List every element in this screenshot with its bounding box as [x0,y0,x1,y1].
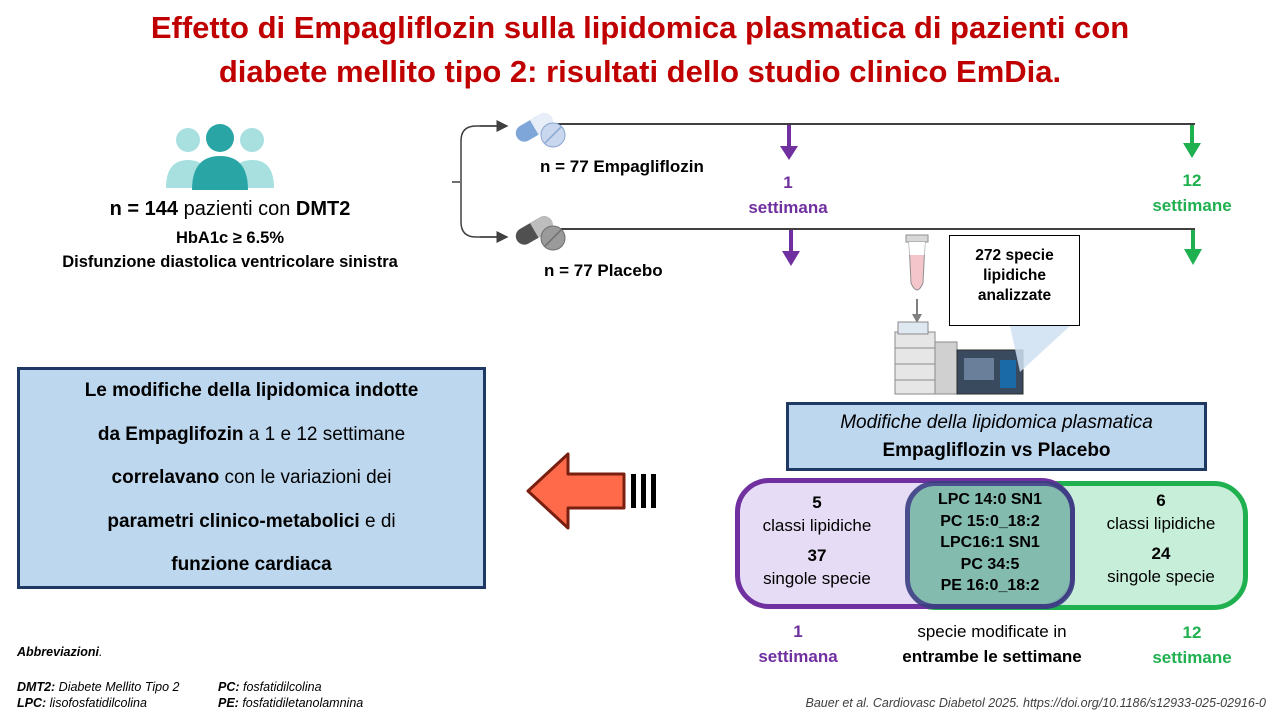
shared-species-item: PC 15:0_18:2 [940,512,1040,530]
citation: Bauer et al. Cardiovasc Diabetol 2025. h… [805,696,1267,710]
timepoint-week1-number: 1 [783,173,793,192]
test-tube-icon [905,234,929,323]
bottom-week1-label: settimana [758,647,838,666]
abbr-dmt2: DMT2: Diabete Mellito Tipo 2 [17,680,179,694]
abbr-pe-key: PE: [218,696,239,710]
bottom-both: specie modificate in entrambe le settima… [872,619,1112,669]
bottom-week12-number: 12 [1182,623,1202,642]
callout-line-1: 272 specie [975,247,1054,264]
arm-empagliflozin: n = 77 Empagliflozin [540,157,704,176]
bottom-week12-label: settimane [1152,648,1232,667]
population-n: n = 144 [109,198,179,220]
abbr-lpc-value: lisofosfatidilcolina [46,696,147,710]
timepoint-week12-number: 12 [1182,171,1202,190]
abbreviations-title: Abbreviazioni [17,645,99,659]
conclusion-and: e di [359,510,396,532]
abbr-lpc: LPC: lisofosfatidilcolina [17,696,147,710]
timepoint-week1: 1 settimana [728,170,848,220]
week12-species-label: singole specie [1107,567,1215,586]
conclusion-drug: da Empaglifozin [97,423,244,445]
bottom-week12: 12 settimane [1132,620,1252,670]
population-dmt2: DMT2 [295,198,351,220]
shared-species-list: LPC 14:0 SN1 PC 15:0_18:2 LPC16:1 SN1 PC… [911,489,1069,597]
arm-placebo: n = 77 Placebo [544,261,663,280]
overlap-region [905,481,1075,609]
lipid-species-callout: 272 specie lipidiche analizzate [949,235,1080,326]
abbreviations-header: Abbreviazioni. [17,645,103,659]
bottom-both-line-1: specie modificate in [917,622,1067,641]
mass-spectrometer-icon [894,321,1024,395]
pill-placebo-icon [515,216,566,251]
modifications-title: Modifiche della lipidomica plasmatica [840,412,1153,433]
modifications-box: Modifiche della lipidomica plasmatica Em… [786,402,1207,471]
abbr-pc: PC: fosfatidilcolina [218,680,322,694]
abbr-pe: PE: fosfatidiletanolamnina [218,696,363,710]
abbr-pc-key: PC: [218,680,240,694]
timepoint-week12-label: settimane [1152,196,1232,215]
dysfunction-criterion: Disfunzione diastolica ventricolare sini… [62,253,398,271]
big-left-arrow-icon [526,452,656,530]
callout-pointer [1010,326,1070,372]
title-line-1: Effetto di Empagliflozin sulla lipidomic… [150,10,1130,45]
abbr-dmt2-key: DMT2: [17,680,56,694]
conclusion-line-2: da Empaglifozin a 1 e 12 settimane [98,413,405,457]
shared-species-item: LPC 14:0 SN1 [937,491,1043,508]
week1-classes-label: classi lipidiche [762,516,872,535]
abbr-pc-value: fosfatidilcolina [239,680,322,694]
pill-empagliflozin-icon [515,113,566,148]
people-icon [166,124,274,190]
conclusion-box: Le modifiche della lipidomica indotte da… [17,367,486,589]
shared-species-item: PC 34:5 [960,555,1020,573]
week12-classes-count: 6 [1156,491,1166,510]
conclusion-variations: con le variazioni dei [219,467,392,489]
bottom-both-line-2: entrambe le settimane [902,647,1082,666]
bottom-week1: 1 settimana [738,619,858,669]
bottom-week1-number: 1 [793,622,803,641]
callout-line-3: analizzate [977,287,1052,304]
study-timeline [452,120,1202,266]
abbr-pe-value: fosfatidiletanolamnina [238,696,364,710]
week1-stats: 5 classi lipidiche 37 singole specie [742,491,892,590]
shared-species-item: LPC16:1 SN1 [940,534,1040,551]
conclusion-timing: a 1 e 12 settimane [243,423,406,445]
modifications-comparison: Empagliflozin vs Placebo [882,440,1111,461]
shared-species-item: PE 16:0_18:2 [940,577,1040,594]
title-line-2: diabete mellito tipo 2: risultati dello … [218,54,1062,89]
population-count: n = 144 pazienti con DMT2 [40,198,420,221]
population-mid: pazienti con [178,198,296,220]
hba1c-criterion: HbA1c ≥ 6.5% [175,229,285,247]
conclusion-correlated: correlavano [111,467,220,489]
week12-species-count: 24 [1151,544,1171,563]
week12-classes-label: classi lipidiche [1106,514,1216,533]
timepoint-week12: 12 settimane [1132,168,1252,218]
week12-stats: 6 classi lipidiche 24 singole specie [1082,489,1240,588]
week1-classes-count: 5 [812,493,822,512]
week1-species-count: 37 [807,546,827,565]
conclusion-line-3: correlavano con le variazioni dei [112,456,392,500]
abbr-dmt2-value: Diabete Mellito Tipo 2 [55,680,180,694]
conclusion-params: parametri clinico-metabolici [107,510,360,532]
conclusion-line-4: parametri clinico-metabolici e di [107,500,395,544]
callout-line-2: lipidiche [983,267,1046,284]
conclusion-line-1: Le modifiche della lipidomica indotte [84,380,419,402]
week1-species-label: singole specie [763,569,871,588]
abbr-lpc-key: LPC: [17,696,47,710]
timepoint-week1-label: settimana [748,198,828,217]
conclusion-cardiac: funzione cardiaca [171,554,332,576]
